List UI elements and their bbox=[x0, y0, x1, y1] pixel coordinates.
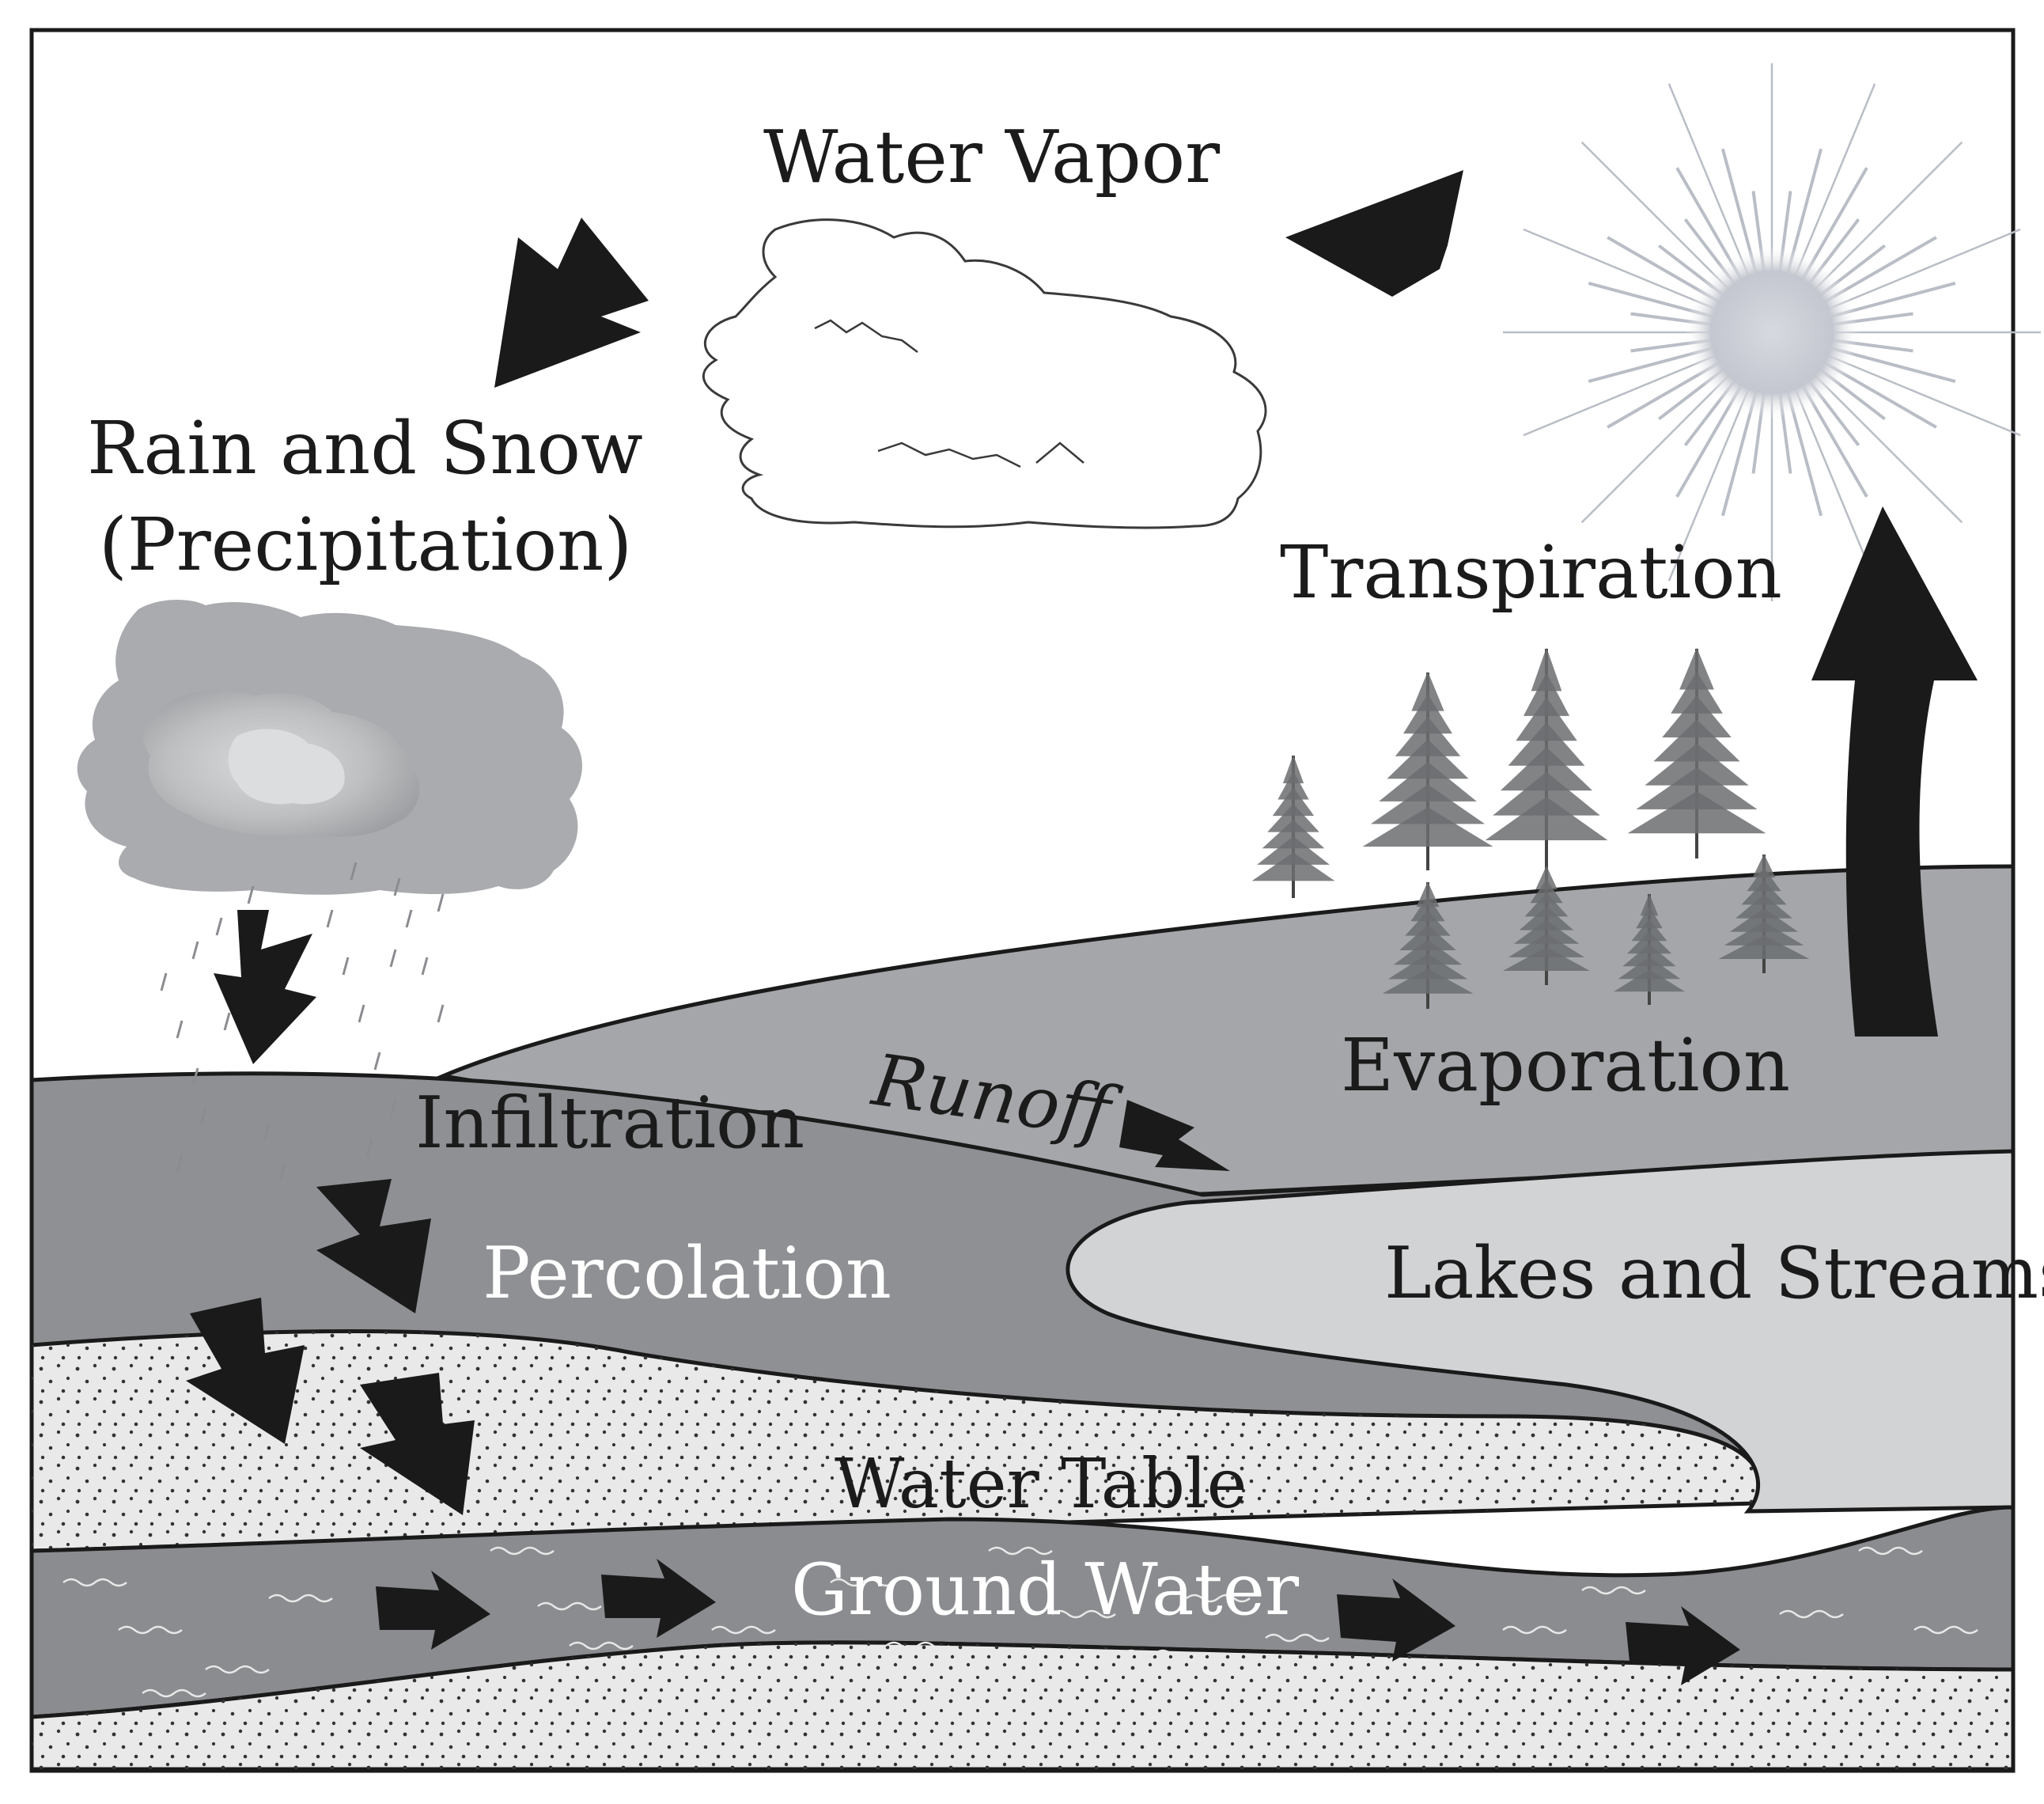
label-evaporation: Evaporation bbox=[1341, 1023, 1790, 1108]
ripple bbox=[1186, 1594, 1251, 1603]
rain-drop bbox=[421, 957, 429, 976]
ripple bbox=[1122, 1649, 1187, 1658]
vapor-arrow-icon bbox=[1285, 170, 1463, 297]
rain-drop bbox=[350, 862, 358, 881]
rain-drop bbox=[437, 893, 445, 912]
rain-drop bbox=[223, 1012, 231, 1031]
ripple bbox=[62, 1578, 127, 1587]
groundwater-arrow-1-icon bbox=[376, 1571, 490, 1650]
rain-drop bbox=[405, 909, 413, 928]
ripple bbox=[268, 1594, 333, 1603]
ripple bbox=[1779, 1609, 1844, 1619]
rain-drop bbox=[389, 1099, 397, 1118]
rain-drop bbox=[373, 1052, 381, 1071]
label-ground-water: Ground Water bbox=[791, 1548, 1300, 1632]
ripple bbox=[830, 1578, 895, 1587]
ripple bbox=[205, 1665, 270, 1674]
ripple bbox=[1265, 1633, 1330, 1643]
water-vapor-cloud-icon bbox=[702, 218, 1267, 529]
ripple bbox=[1913, 1625, 1978, 1635]
labels: Water Vapor Rain and Snow (Precipitation… bbox=[87, 115, 2044, 1632]
percolation-arrow-2-icon bbox=[360, 1373, 475, 1515]
tree-icon bbox=[1362, 671, 1493, 870]
tree-icon bbox=[1485, 647, 1608, 866]
ripple bbox=[490, 1546, 555, 1556]
precipitation-arrow-icon bbox=[494, 218, 649, 388]
rain-cloud-icon bbox=[77, 600, 583, 895]
rain-drop bbox=[247, 885, 255, 904]
evaporation-arrow-icon bbox=[1811, 506, 1978, 1037]
ripple bbox=[988, 1546, 1053, 1556]
rain-drop bbox=[389, 949, 397, 968]
groundwater-ripples bbox=[62, 1546, 1978, 1698]
rain-drop bbox=[326, 909, 334, 928]
rain-drop bbox=[278, 1162, 286, 1181]
tree-icon bbox=[1718, 854, 1810, 973]
tree-icon bbox=[1627, 647, 1766, 858]
rain-drop bbox=[263, 1123, 271, 1142]
rain-drop bbox=[393, 877, 401, 896]
ripple bbox=[885, 1641, 950, 1651]
rain-drop bbox=[176, 1154, 184, 1173]
label-water-table: Water Table bbox=[835, 1445, 1247, 1524]
lake-layer bbox=[1066, 1149, 2016, 1514]
ripple bbox=[1858, 1546, 1923, 1556]
ripple bbox=[142, 1688, 206, 1698]
rain-drop bbox=[191, 1067, 199, 1086]
bottom-sand-texture bbox=[32, 1642, 2013, 1769]
label-water-vapor: Water Vapor bbox=[763, 115, 1220, 199]
rain-drop bbox=[199, 1107, 207, 1126]
ripple bbox=[118, 1625, 183, 1635]
infiltration-arrow-icon bbox=[316, 1179, 431, 1313]
rain-drop bbox=[365, 1139, 373, 1158]
label-infiltration: Infiltration bbox=[415, 1082, 804, 1165]
tree-icon bbox=[1251, 754, 1335, 898]
label-transpiration: Transpiration bbox=[1280, 530, 1782, 615]
ripple bbox=[569, 1641, 634, 1651]
label-rain-and-snow: Rain and Snow bbox=[87, 406, 643, 491]
label-percolation: Percolation bbox=[483, 1232, 891, 1315]
groundwater-arrow-2-icon bbox=[601, 1559, 716, 1638]
cloud-wind-strokes bbox=[814, 319, 1084, 468]
rain-drop bbox=[160, 972, 168, 991]
ripple bbox=[1051, 1609, 1116, 1619]
groundwater-arrow-4-icon bbox=[1626, 1606, 1740, 1685]
label-lakes-and-streams: Lakes and Streams bbox=[1384, 1232, 2044, 1315]
ripple bbox=[711, 1625, 776, 1635]
tree-icon bbox=[1614, 893, 1685, 1005]
tree-icon bbox=[1382, 881, 1474, 1009]
runoff-arrow-icon bbox=[1119, 1100, 1230, 1171]
rain-arrow-icon bbox=[214, 910, 316, 1064]
sun-icon bbox=[1503, 63, 2041, 601]
ripple bbox=[1502, 1625, 1567, 1635]
rain-drop bbox=[215, 917, 223, 936]
rain-drop bbox=[191, 941, 199, 960]
ripple bbox=[537, 1601, 602, 1611]
rain-drops bbox=[160, 862, 445, 1181]
groundwater-arrow-3-icon bbox=[1337, 1578, 1455, 1662]
ripple bbox=[1581, 1586, 1646, 1595]
rain-drop bbox=[437, 1004, 445, 1023]
tree-icon bbox=[1503, 866, 1590, 985]
rain-drop bbox=[176, 1020, 184, 1039]
label-precipitation: (Precipitation) bbox=[99, 502, 632, 587]
rain-drop bbox=[358, 1004, 365, 1023]
forest-group bbox=[1251, 647, 1810, 1009]
rain-drop bbox=[342, 957, 350, 976]
percolation-arrow-1-icon bbox=[186, 1298, 305, 1444]
arrows bbox=[186, 170, 1978, 1685]
